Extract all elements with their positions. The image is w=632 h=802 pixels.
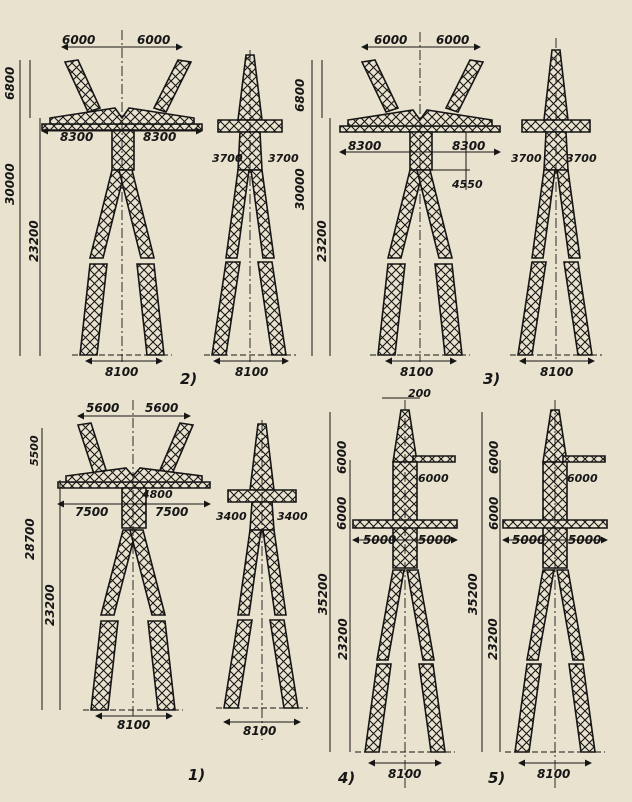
fig3-top-height: 6800 [293, 79, 307, 112]
fig1-crossarm-left: 7500 [75, 505, 108, 519]
fig3-side-base: 8100 [540, 365, 573, 379]
fig4-label: 4) [337, 769, 355, 787]
fig1-base: 8100 [117, 718, 150, 732]
fig3-upper-right [415, 169, 454, 259]
figure-1: 5600 5600 5500 28700 23200 7500 7500 480… [23, 401, 308, 784]
fig5-upper-left [526, 569, 555, 661]
fig2-side-upper-left [225, 169, 250, 259]
fig3-base: 8100 [400, 365, 433, 379]
fig3-crossarm-right: 8300 [452, 139, 485, 153]
fig3-crossarm-left: 8300 [348, 139, 381, 153]
fig2-crossarm [49, 107, 195, 125]
fig4-upper-right [406, 569, 435, 661]
fig3-arm-top-left: 6000 [374, 33, 407, 47]
fig1-side-upper-left [237, 529, 262, 616]
fig4-upper-height: 6000 [335, 441, 349, 474]
fig5-upper-arm [562, 455, 606, 463]
fig2-leg-height: 23200 [27, 220, 41, 262]
figure-4: 200 6000 6000 35200 23200 6000 5000 5000… [316, 387, 451, 787]
fig1-side-arm-left: 3400 [216, 510, 247, 523]
fig4-top-offset: 200 [408, 387, 431, 400]
figure-5: 6000 6000 35200 23200 6000 5000 5000 810… [466, 441, 601, 787]
fig2-arm-top-left: 6000 [62, 33, 95, 47]
fig1-upper-right [128, 529, 167, 616]
fig1-side-upper-right [262, 529, 287, 616]
fig2-upper-right [117, 169, 156, 259]
fig4-crossarm-right: 5000 [418, 533, 451, 547]
fig1-top-height: 5500 [28, 435, 41, 466]
fig5-crossarm [502, 519, 608, 529]
fig5-base: 8100 [537, 767, 570, 781]
fig3-left-peak [360, 59, 400, 113]
fig3-side-upper-right [556, 169, 581, 259]
fig2-right-peak [152, 59, 193, 113]
fig1-lower-left [90, 620, 119, 711]
fig2-base: 8100 [105, 365, 138, 379]
fig1-crossarm-right: 7500 [155, 505, 188, 519]
fig2-side-arm-left: 3700 [212, 152, 243, 165]
fig3-side-upper-left [531, 169, 556, 259]
fig1-total-height: 28700 [23, 518, 37, 560]
fig2-lower-left [79, 263, 108, 356]
fig1-crossarm [65, 467, 203, 483]
fig2-label: 2) [180, 370, 197, 388]
fig3-offset: 4550 [451, 178, 483, 191]
fig1-label: 1) [188, 766, 205, 784]
fig4-upper-left [376, 569, 405, 661]
fig4-crossarm [352, 519, 458, 529]
fig2-crossarm-left: 8300 [60, 130, 93, 144]
fig4-leg-height: 23200 [336, 618, 350, 660]
fig2-left-peak [63, 59, 102, 113]
fig4-base: 8100 [388, 767, 421, 781]
fig3-crossarm [347, 109, 493, 127]
fig3-lower-left [377, 263, 406, 356]
fig3-right-peak [444, 59, 485, 113]
fig2-side-upper-right [250, 169, 275, 259]
fig5-total-height: 35200 [466, 573, 480, 615]
fig5-upper-arm: 6000 [567, 472, 598, 485]
fig2-side-base: 8100 [235, 365, 268, 379]
fig5-crossarm-right: 5000 [568, 533, 601, 547]
fig3-total-height: 30000 [293, 168, 307, 210]
figure-3: 6000 6000 6800 30000 23200 8300 8300 455… [293, 33, 597, 388]
fig1-arm-top-right: 5600 [145, 401, 178, 415]
fig3-label: 3) [483, 370, 500, 388]
fig1-side-arm-right: 3400 [277, 510, 308, 523]
fig4-middle-height: 6000 [335, 497, 349, 530]
fig3-side-arm-right: 3700 [566, 152, 597, 165]
fig1-window-width: 4800 [141, 488, 173, 501]
fig4-crossarm-left: 5000 [363, 533, 396, 547]
fig5-leg-height: 23200 [486, 618, 500, 660]
fig3-side-arm [521, 119, 591, 133]
fig5-crossarm-left: 5000 [512, 533, 545, 547]
fig2-arm-top-right: 6000 [137, 33, 170, 47]
fig5-upper-height: 6000 [487, 441, 501, 474]
fig4-total-height: 35200 [316, 573, 330, 615]
fig5-middle-height: 6000 [487, 497, 501, 530]
fig4-upper-arm [412, 455, 456, 463]
fig3-arm-top-right: 6000 [436, 33, 469, 47]
fig1-side-base: 8100 [243, 724, 276, 738]
fig3-leg-height: 23200 [315, 220, 329, 262]
fig1-arm-top-left: 5600 [86, 401, 119, 415]
fig1-leg-height: 23200 [43, 584, 57, 626]
fig3-side-arm-left: 3700 [511, 152, 542, 165]
fig5-upper-right [556, 569, 585, 661]
fig2-crossarm-right: 8300 [143, 130, 176, 144]
fig4-upper-arm: 6000 [418, 472, 449, 485]
fig2-total-height: 30000 [3, 163, 17, 205]
figure-2: 6000 6000 6800 30000 23200 8300 8300 810… [3, 33, 299, 388]
fig2-top-height: 6800 [3, 67, 17, 100]
fig5-label: 5) [488, 769, 505, 787]
fig1-waist [121, 487, 147, 529]
fig2-side-arm-right: 3700 [268, 152, 299, 165]
